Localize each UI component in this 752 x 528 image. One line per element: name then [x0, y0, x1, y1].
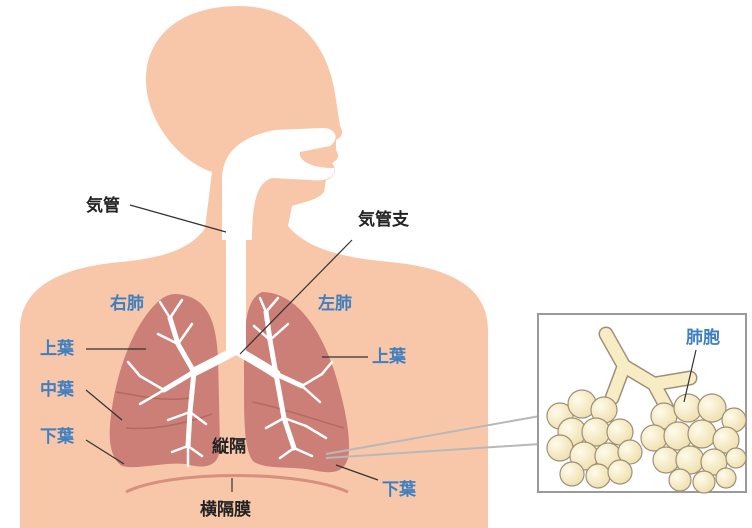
- label-trachea: 気管: [86, 196, 120, 216]
- label-alveoli: 肺胞: [686, 328, 720, 348]
- label-left-lung: 左肺: [318, 294, 352, 314]
- alveolus: [688, 420, 716, 448]
- alveolus: [560, 462, 584, 486]
- alveolus: [693, 471, 715, 493]
- label-left-upper-lobe: 上葉: [372, 347, 406, 367]
- alveolus: [547, 435, 573, 461]
- label-bronchus: 気管支: [358, 210, 409, 230]
- trachea: [226, 228, 246, 354]
- label-right-lower-lobe: 下葉: [40, 427, 74, 447]
- label-diaphragm: 横隔膜: [200, 500, 251, 520]
- label-right-upper-lobe: 上葉: [40, 339, 74, 359]
- label-right-lung: 右肺: [110, 294, 144, 314]
- label-mediastinum: 縦隔: [212, 437, 246, 457]
- label-left-lower-lobe: 下葉: [382, 480, 416, 500]
- alveolus: [586, 464, 610, 488]
- alveolus: [608, 460, 632, 484]
- alveolus: [716, 468, 736, 488]
- label-right-middle-lobe: 中葉: [40, 380, 74, 400]
- alveolus: [653, 447, 679, 473]
- alveolus: [669, 469, 691, 491]
- alveolus: [726, 448, 746, 468]
